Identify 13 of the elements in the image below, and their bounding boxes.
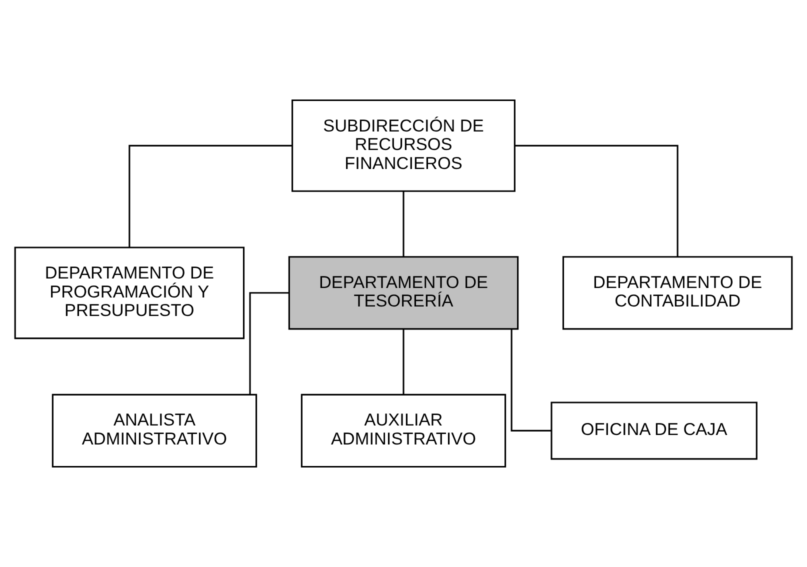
node-box: SUBDIRECCIÓN DE RECURSOS FINANCIEROS (292, 99, 516, 192)
node-box: DEPARTAMENTO DE CONTABILIDAD (562, 256, 793, 330)
connector (128, 144, 292, 248)
connector (510, 329, 552, 432)
connector (514, 144, 678, 256)
connector (402, 191, 404, 256)
node-box: DEPARTAMENTO DE TESORERÍA (288, 256, 519, 330)
node-box: DEPARTAMENTO DE PROGRAMACIÓN Y PRESUPUESTO (14, 246, 245, 340)
connector (402, 329, 404, 394)
node-box: AUXILIAR ADMINISTRATIVO (300, 394, 506, 468)
connector (249, 292, 290, 394)
node-box: ANALISTA ADMINISTRATIVO (52, 394, 258, 468)
node-box: OFICINA DE CAJA (550, 402, 758, 460)
